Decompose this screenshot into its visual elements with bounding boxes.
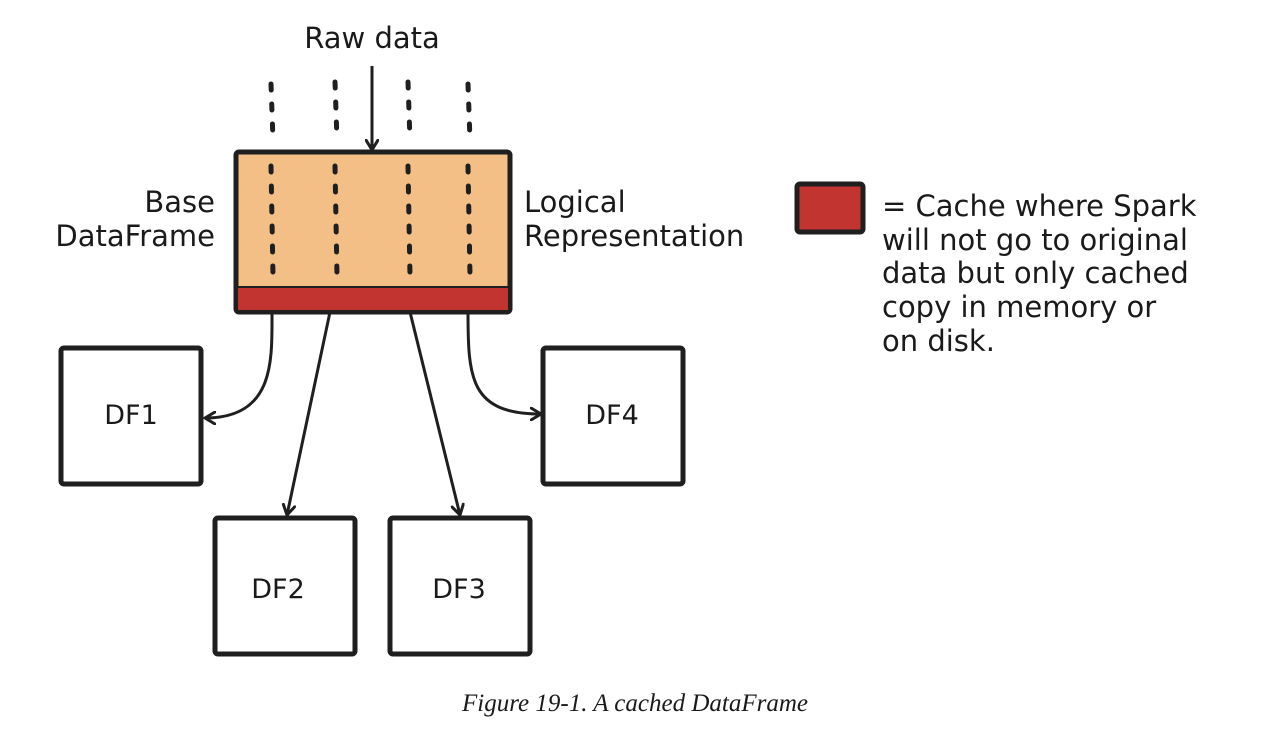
arrow-to-df1 (205, 311, 274, 418)
raw-data-label: Raw data (304, 21, 440, 55)
arrow-to-df3 (408, 311, 460, 515)
legend-line-5: on disk. (882, 324, 995, 358)
legend-line-3: data but only cached (882, 256, 1189, 290)
df1-box (58, 345, 204, 487)
legend-line-2: will not go to original (882, 223, 1188, 257)
base-dataframe-label-line1: Base (144, 185, 215, 219)
df4-box (540, 345, 686, 487)
dotted-streams-inside (268, 163, 473, 279)
df3-label: DF3 (432, 574, 486, 605)
figure-caption: Figure 19-1. A cached DataFrame (462, 690, 808, 717)
legend-line-1: = Cache where Spark (882, 189, 1197, 223)
df2-box (212, 515, 358, 657)
cached-dataframe-diagram: Raw data Base DataFrame Logical Represen… (55, 21, 1197, 657)
legend-text: = Cache where Spark will not go to origi… (882, 189, 1197, 358)
legend-cache-swatch (794, 181, 866, 235)
df2-label: DF2 (251, 574, 305, 605)
df3-box (387, 515, 533, 657)
arrow-to-df4 (466, 311, 541, 414)
df4-label: DF4 (585, 400, 639, 431)
cache-strip (238, 287, 508, 310)
base-dataframe-label-line2: DataFrame (55, 219, 215, 253)
dotted-streams-above (268, 79, 473, 143)
base-dataframe-box (233, 149, 513, 315)
legend-line-4: copy in memory or (882, 290, 1156, 324)
logical-representation-label-line2: Representation (524, 219, 744, 253)
logical-representation-label-line1: Logical (524, 185, 626, 219)
arrow-to-df2 (287, 311, 332, 515)
df1-label: DF1 (104, 400, 158, 431)
